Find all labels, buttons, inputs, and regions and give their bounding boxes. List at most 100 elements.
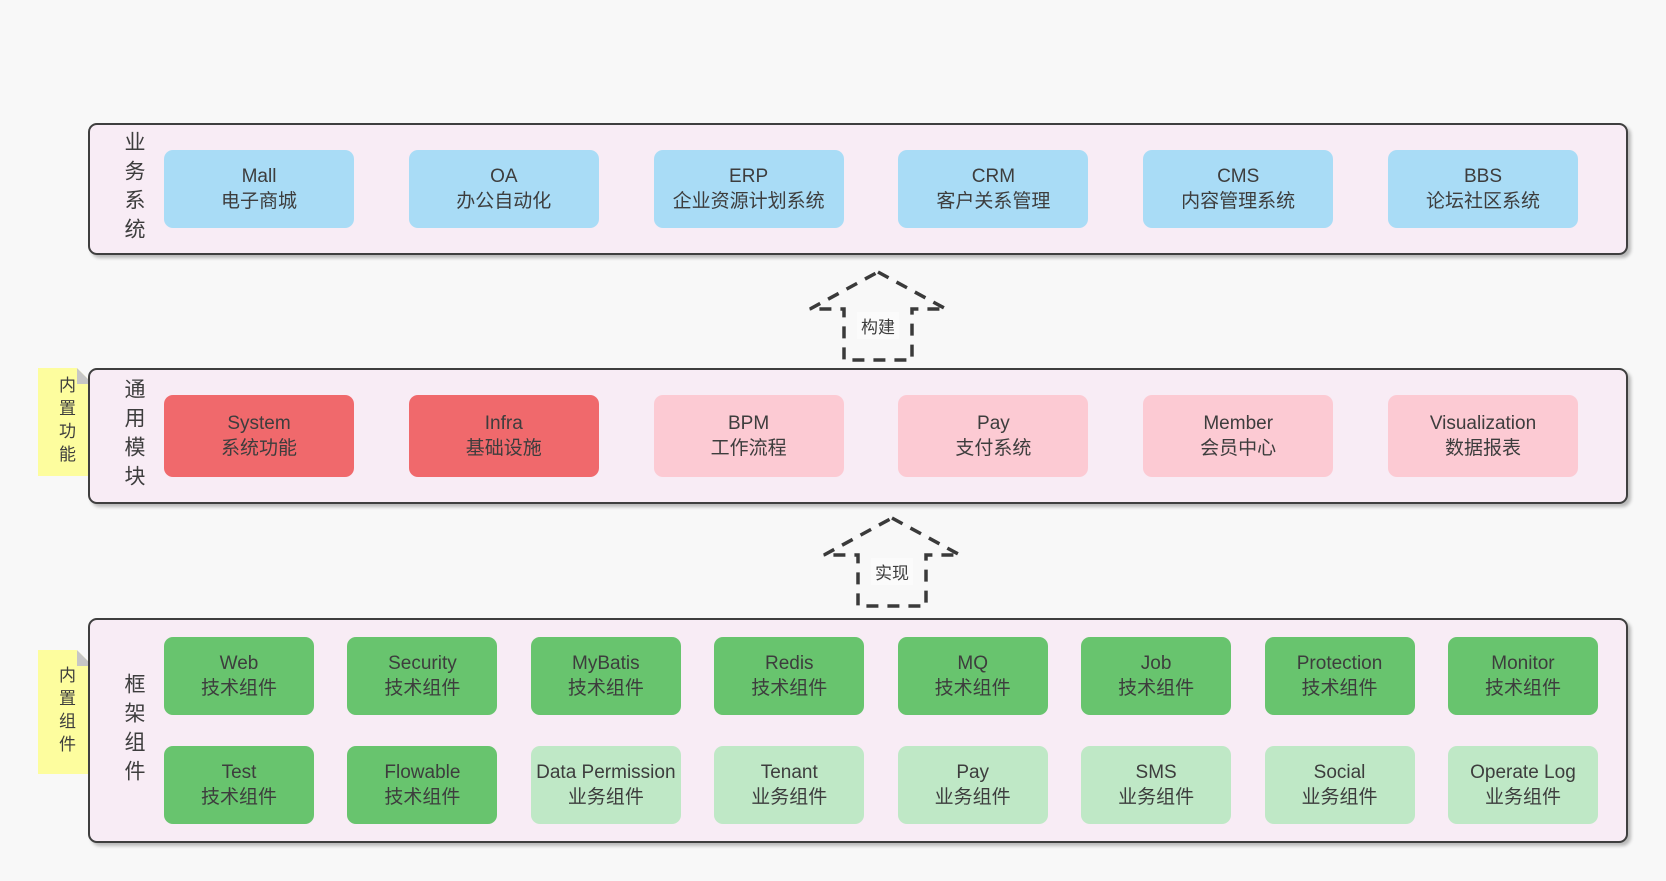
box-mall: Mall 电子商城 — [164, 150, 354, 228]
box-grid: Web 技术组件 Security 技术组件 MyBatis 技术组件 Redi… — [148, 637, 1626, 824]
box-name: BBS — [1463, 165, 1502, 187]
box-name: MyBatis — [572, 652, 640, 674]
box-desc: 业务组件 — [1484, 787, 1561, 808]
box-erp: ERP 企业资源计划系统 — [653, 150, 844, 228]
box-desc: 技术组件 — [934, 678, 1011, 699]
box-security: Security 技术组件 — [347, 637, 498, 715]
box-desc: 技术组件 — [751, 678, 828, 699]
box-name: Data Permission — [536, 761, 676, 783]
box-name: Job — [1140, 652, 1172, 674]
box-name: Redis — [764, 652, 814, 674]
box-name: CMS — [1217, 165, 1260, 187]
box-desc: 技术组件 — [1301, 678, 1378, 699]
box-name: Infra — [484, 412, 523, 434]
box-name: OA — [490, 165, 518, 187]
box-name: ERP — [729, 165, 769, 187]
box-name: Social — [1313, 761, 1366, 783]
box-desc: 技术组件 — [384, 678, 461, 699]
box-desc: 业务组件 — [567, 787, 644, 808]
box-desc: 技术组件 — [567, 678, 644, 699]
arrow-label: 构建 — [857, 312, 899, 339]
box-monitor: Monitor 技术组件 — [1447, 637, 1598, 715]
box-sms: SMS 业务组件 — [1081, 746, 1232, 824]
box-desc: 企业资源计划系统 — [672, 191, 825, 212]
box-desc: 论坛社区系统 — [1425, 191, 1540, 212]
box-pay-component: Pay 业务组件 — [897, 746, 1048, 824]
box-crm: CRM 客户关系管理 — [898, 150, 1089, 228]
box-name: Tenant — [760, 761, 818, 783]
box-name: Pay — [956, 761, 990, 783]
layer-title: 通用模块 — [122, 378, 145, 494]
box-pay-system: Pay 支付系统 — [898, 395, 1089, 477]
sticky-note-label: 内置功能 — [56, 376, 75, 468]
box-name: Mall — [241, 165, 277, 187]
sticky-note-label: 内置组件 — [56, 666, 75, 758]
box-protection: Protection 技术组件 — [1264, 637, 1415, 715]
box-redis: Redis 技术组件 — [714, 637, 865, 715]
box-desc: 工作流程 — [710, 438, 787, 459]
box-name: Operate Log — [1470, 761, 1576, 783]
box-row: System 系统功能 Infra 基础设施 BPM 工作流程 Pay 支付系统… — [148, 395, 1626, 477]
box-desc: 支付系统 — [955, 438, 1032, 459]
box-name: MQ — [957, 652, 988, 674]
box-desc: 电子商城 — [220, 191, 297, 212]
box-web: Web 技术组件 — [164, 637, 314, 715]
box-desc: 基础设施 — [465, 438, 542, 459]
box-test: Test 技术组件 — [164, 746, 314, 824]
layer-title: 框架组件 — [122, 672, 145, 789]
box-job: Job 技术组件 — [1081, 637, 1232, 715]
box-flowable: Flowable 技术组件 — [347, 746, 498, 824]
box-desc: 办公自动化 — [456, 191, 552, 212]
box-desc: 会员中心 — [1200, 438, 1277, 459]
box-mybatis: MyBatis 技术组件 — [530, 637, 681, 715]
box-desc: 数据报表 — [1444, 438, 1521, 459]
box-infra: Infra 基础设施 — [408, 395, 599, 477]
box-operate-log: Operate Log 业务组件 — [1447, 746, 1598, 824]
box-desc: 业务组件 — [1301, 787, 1378, 808]
sticky-note-built-in-components: 内置组件 — [38, 650, 93, 774]
sticky-note-built-in-features: 内置功能 — [38, 368, 93, 476]
box-name: Security — [388, 652, 457, 674]
box-desc: 客户关系管理 — [936, 191, 1051, 212]
box-name: SMS — [1135, 761, 1177, 783]
box-name: Visualization — [1429, 412, 1537, 434]
up-arrow-icon — [823, 516, 961, 608]
box-bpm: BPM 工作流程 — [653, 395, 844, 477]
box-name: BPM — [728, 412, 770, 434]
up-arrow-icon — [809, 270, 947, 362]
implement-arrow: 实现 — [820, 514, 964, 610]
box-name: Member — [1203, 412, 1274, 434]
box-desc: 技术组件 — [200, 678, 277, 699]
box-name: Monitor — [1491, 652, 1555, 674]
box-tenant: Tenant 业务组件 — [714, 746, 865, 824]
box-oa: OA 办公自动化 — [408, 150, 599, 228]
box-desc: 业务组件 — [934, 787, 1011, 808]
layer-common-modules: 通用模块 System 系统功能 Infra 基础设施 BPM 工作流程 Pay… — [88, 368, 1628, 504]
box-name: Protection — [1296, 652, 1383, 674]
box-row: Mall 电子商城 OA 办公自动化 ERP 企业资源计划系统 CRM 客户关系… — [148, 150, 1626, 228]
box-name: Web — [219, 652, 259, 674]
box-visualization: Visualization 数据报表 — [1387, 395, 1578, 477]
box-social: Social 业务组件 — [1264, 746, 1415, 824]
box-desc: 技术组件 — [200, 787, 277, 808]
box-desc: 技术组件 — [384, 787, 461, 808]
arrow-label: 实现 — [871, 558, 913, 585]
box-member: Member 会员中心 — [1143, 395, 1334, 477]
layer-title: 业务系统 — [122, 131, 145, 247]
box-mq: MQ 技术组件 — [897, 637, 1048, 715]
box-name: System — [227, 412, 291, 434]
box-cms: CMS 内容管理系统 — [1143, 150, 1334, 228]
box-desc: 业务组件 — [1118, 787, 1195, 808]
box-desc: 内容管理系统 — [1181, 191, 1296, 212]
layer-framework-components: 框架组件 Web 技术组件 Security 技术组件 MyBatis 技术组件… — [88, 618, 1628, 843]
box-bbs: BBS 论坛社区系统 — [1387, 150, 1578, 228]
box-desc: 技术组件 — [1484, 678, 1561, 699]
build-arrow: 构建 — [806, 268, 950, 364]
box-name: Flowable — [384, 761, 461, 783]
box-desc: 业务组件 — [751, 787, 828, 808]
box-name: Test — [221, 761, 257, 783]
box-system: System 系统功能 — [164, 395, 354, 477]
box-name: Pay — [977, 412, 1010, 434]
box-desc: 系统功能 — [220, 438, 297, 459]
